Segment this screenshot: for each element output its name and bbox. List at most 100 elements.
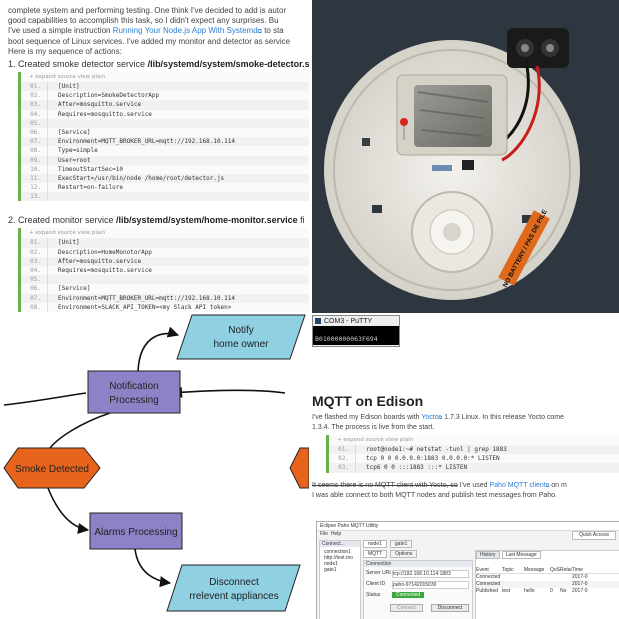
tree-item[interactable]: node1	[324, 561, 338, 567]
line-code: Restart=on-failure	[58, 184, 124, 192]
step-1-heading: 1. Created smoke detector service /lib/s…	[8, 59, 309, 69]
line-code: Environment=MQTT_BROKER_URL=mqtt://192.1…	[58, 294, 236, 302]
table-cell	[560, 574, 572, 581]
step-2-heading: 2. Created monitor service /lib/systemd/…	[8, 215, 309, 225]
smoke-detector-illustration: NO BATTERY / PAS DE PILE	[312, 0, 619, 313]
line-number: 09.	[21, 155, 48, 165]
yocto-link[interactable]: Yocto	[421, 414, 439, 421]
putty-title: COM3 - PuTTY	[324, 317, 373, 325]
line-number: 08.	[21, 146, 48, 156]
mqtt-connect-line: I was able connect to both MQTT nodes an…	[312, 491, 558, 499]
menu-help[interactable]: Help	[330, 531, 342, 537]
line-code: User=root	[58, 156, 91, 164]
connection-tree: Connect... connection1 http://test.mo no…	[319, 540, 361, 619]
code-line: 01.[Unit]	[21, 238, 309, 248]
putty-window: COM3 - PuTTY B01000000063F694	[312, 315, 400, 347]
code-line: 04.Requires=mosquitto.service	[21, 109, 309, 119]
paho-menubar: File Help Quick Access	[317, 531, 619, 540]
article-line-text: I've used a simple instruction	[8, 26, 113, 35]
line-code: Environment=MQTT_BROKER_URL=mqtt://192.1…	[58, 138, 236, 146]
server-input[interactable]: tcp://192.168.10.114:1883	[392, 570, 469, 578]
line-number: 02.	[21, 247, 48, 257]
code-line: 05.	[21, 118, 309, 128]
connection-label: Connection	[364, 561, 472, 567]
putty-titlebar[interactable]: COM3 - PuTTY	[313, 316, 399, 326]
table-cell: 2017-0	[572, 574, 588, 580]
code-toolbar[interactable]: + expand source view plain	[29, 74, 106, 80]
code-toolbar[interactable]: + expand source view plain	[337, 437, 414, 443]
putty-terminal[interactable]: B01000000063F694	[313, 326, 399, 345]
line-code: Environment=SLACK_API_TOKEN=<my Slack AP…	[58, 303, 232, 311]
line-code: Description=HomeMonotorApp	[58, 248, 152, 256]
line-number: 02.	[329, 454, 356, 464]
history-column-header: Topic	[502, 567, 514, 573]
table-cell: Published	[476, 588, 498, 594]
client-input[interactable]: paho-97142015030	[392, 581, 469, 589]
node-label: home owner	[213, 339, 269, 350]
line-number: 06.	[21, 127, 48, 138]
table-cell: test	[502, 588, 511, 594]
code-toolbar[interactable]: + expand source view plain	[29, 230, 106, 237]
node-label: Smoke Detected	[15, 464, 89, 475]
line-number: 07.	[21, 137, 48, 147]
menu-file[interactable]: File	[320, 531, 329, 537]
tree-item[interactable]: gate1	[324, 567, 337, 573]
tree-item[interactable]: connection1	[324, 549, 351, 555]
line-code: [Service]	[58, 285, 91, 293]
code-line: 01.[Unit]	[21, 82, 309, 92]
line-code: Type=simple	[58, 147, 98, 155]
mqtt-article-panel: COM3 - PuTTY B01000000063F694 MQTT on Ed…	[312, 313, 619, 619]
code-block-netstat: + expand source view plain 01.root@node1…	[326, 435, 619, 473]
line-code: tcp 0 0 0.0.0.0:1883 0.0.0.0:* LISTEN	[366, 455, 500, 463]
line-code	[48, 119, 58, 128]
line-number: 02.	[21, 91, 48, 101]
paho-titlebar[interactable]: Eclipse Paho MQTT Utility	[317, 522, 619, 531]
code-line: 11.ExecStart=/usr/bin/node /home/root/de…	[21, 173, 309, 184]
tab-history[interactable]: History	[476, 551, 500, 559]
client-row: Client ID paho-97142015030	[364, 581, 472, 589]
tree-item[interactable]: http://test.mo	[324, 555, 353, 561]
tab-gate1[interactable]: gate1	[389, 540, 413, 548]
code-line: 08. Type=simple	[21, 146, 309, 156]
line-code: TimeoutStartSec=10	[58, 165, 124, 173]
line-number: 04.	[21, 266, 48, 276]
code-block-home-monitor: + expand source view plain 01.[Unit]02. D…	[18, 228, 309, 312]
tab-mqtt[interactable]: MQTT	[363, 550, 388, 558]
connect-buttons: Connect Disconnect	[364, 604, 472, 612]
table-cell	[524, 574, 550, 581]
line-code: [Unit]	[58, 239, 80, 247]
table-cell: No	[560, 588, 567, 594]
connect-button[interactable]: Connect	[390, 604, 423, 612]
line-code: tcp6 0 0 :::1883 :::* LISTEN	[366, 464, 468, 472]
line-number: 03.	[21, 100, 48, 110]
code-line: 03.After=mosquitto.service	[21, 256, 309, 266]
line-number: 08.	[21, 302, 48, 312]
table-cell	[560, 581, 572, 588]
history-tabs: History Last Message	[476, 551, 619, 559]
table-cell	[502, 581, 524, 588]
disconnect-button[interactable]: Disconnect	[430, 604, 470, 612]
node-notify-home-owner: Notify home owner	[176, 314, 306, 360]
tab-node1[interactable]: node1	[363, 540, 387, 548]
article-panel: complete system and performing testing. …	[0, 0, 309, 313]
table-cell: 2017-0	[572, 588, 588, 594]
table-cell	[524, 581, 550, 588]
paho-link[interactable]: Paho MQTT client	[489, 481, 546, 489]
line-code: After=mosquitto.service	[58, 257, 142, 265]
tab-connect[interactable]: Connect...	[320, 541, 360, 547]
systemd-link[interactable]: Running Your Node.js App With Systemd	[112, 26, 258, 35]
table-cell	[502, 574, 524, 581]
tab-options[interactable]: Options	[390, 550, 418, 558]
tab-last-message[interactable]: Last Message	[501, 551, 541, 559]
quick-access[interactable]: Quick Access	[571, 531, 616, 540]
line-code: [Unit]	[58, 83, 80, 90]
status-badge: Connected	[392, 592, 425, 598]
flow-diagram: Notify home owner Notification Processin…	[0, 313, 309, 619]
line-number: 10.	[21, 164, 48, 174]
